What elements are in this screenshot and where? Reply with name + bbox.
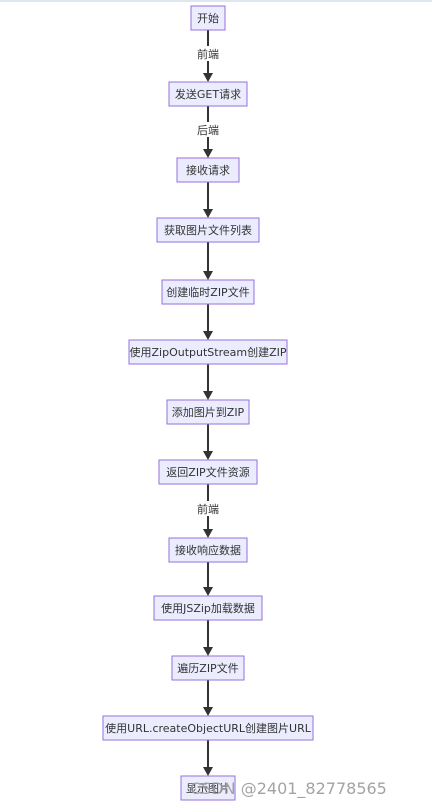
node-box <box>171 655 245 681</box>
edge-recv-resp-to-jszip-load <box>203 562 213 596</box>
node-box <box>153 595 263 621</box>
edge-label-text: 前端 <box>197 47 219 61</box>
node-recv-req: 接收请求 <box>176 157 240 183</box>
nodes-layer: 开始发送GET请求接收请求获取图片文件列表创建临时ZIP文件使用ZipOutpu… <box>102 5 314 801</box>
node-create-url: 使用URL.createObjectURL创建图片URL <box>102 715 314 741</box>
node-label: 使用ZipOutputStream创建ZIP <box>130 345 287 359</box>
node-start: 开始 <box>190 5 226 31</box>
node-return-zip: 返回ZIP文件资源 <box>158 459 258 485</box>
edge-label-text: 后端 <box>197 124 219 137</box>
arrowhead-icon <box>203 149 213 158</box>
node-label: 创建临时ZIP文件 <box>166 285 249 299</box>
edge-label-bg <box>194 46 222 61</box>
node-box <box>156 217 260 243</box>
edge-create-url-to-show <box>203 740 213 776</box>
node-box <box>128 339 288 365</box>
arrowhead-icon <box>203 587 213 596</box>
node-box <box>176 157 240 183</box>
node-iterate-zip: 遍历ZIP文件 <box>171 655 245 681</box>
node-label: 开始 <box>197 11 219 25</box>
node-label: 添加图片到ZIP <box>172 405 245 419</box>
node-box <box>190 5 226 31</box>
node-box <box>102 715 314 741</box>
node-label: 显示图片 <box>186 782 230 795</box>
node-label: 遍历ZIP文件 <box>177 661 238 675</box>
arrowhead-icon <box>203 529 213 538</box>
node-get-list: 获取图片文件列表 <box>156 217 260 243</box>
edge-add-images-to-return-zip <box>203 424 213 460</box>
node-label: 使用JSZip加载数据 <box>161 601 255 615</box>
arrowhead-icon <box>203 451 213 460</box>
node-recv-resp: 接收响应数据 <box>168 537 248 563</box>
arrowhead-icon <box>203 73 213 82</box>
edge-jszip-load-to-iterate-zip <box>203 620 213 656</box>
node-label: 发送GET请求 <box>175 87 241 101</box>
arrowhead-icon <box>203 391 213 400</box>
top-border <box>0 0 432 2</box>
arrowhead-icon <box>203 271 213 280</box>
node-box <box>161 279 255 305</box>
arrowhead-icon <box>203 209 213 218</box>
node-label: 返回ZIP文件资源 <box>166 465 249 479</box>
watermark: CSDN @2401_82778565 <box>190 779 387 798</box>
node-box <box>180 775 236 801</box>
arrowhead-icon <box>203 331 213 340</box>
node-add-images: 添加图片到ZIP <box>166 399 250 425</box>
edge-label: 前端 <box>194 46 222 61</box>
node-zip-stream: 使用ZipOutputStream创建ZIP <box>128 339 288 365</box>
node-label: 接收响应数据 <box>175 543 241 557</box>
edge-label-bg <box>194 122 222 137</box>
node-label: 使用URL.createObjectURL创建图片URL <box>105 721 312 735</box>
edge-iterate-zip-to-create-url <box>203 680 213 716</box>
node-box <box>158 459 258 485</box>
edges-layer <box>203 30 213 776</box>
node-box <box>168 537 248 563</box>
edge-get-list-to-create-zip <box>203 242 213 280</box>
arrowhead-icon <box>203 647 213 656</box>
node-label: 获取图片文件列表 <box>164 223 252 237</box>
edge-zip-stream-to-add-images <box>203 364 213 400</box>
edge-label-bg <box>194 501 222 516</box>
arrowhead-icon <box>203 707 213 716</box>
node-box <box>168 81 248 107</box>
node-jszip-load: 使用JSZip加载数据 <box>153 595 263 621</box>
arrowhead-icon <box>203 767 213 776</box>
edge-label-text: 前端 <box>197 502 219 516</box>
node-create-zip: 创建临时ZIP文件 <box>161 279 255 305</box>
node-box <box>166 399 250 425</box>
node-send-get: 发送GET请求 <box>168 81 248 107</box>
edge-recv-req-to-get-list <box>203 182 213 218</box>
node-show: 显示图片 <box>180 775 236 801</box>
node-label: 接收请求 <box>186 163 230 177</box>
edge-label: 前端 <box>194 501 222 516</box>
edge-label: 后端 <box>194 122 222 137</box>
edge-create-zip-to-zip-stream <box>203 304 213 340</box>
